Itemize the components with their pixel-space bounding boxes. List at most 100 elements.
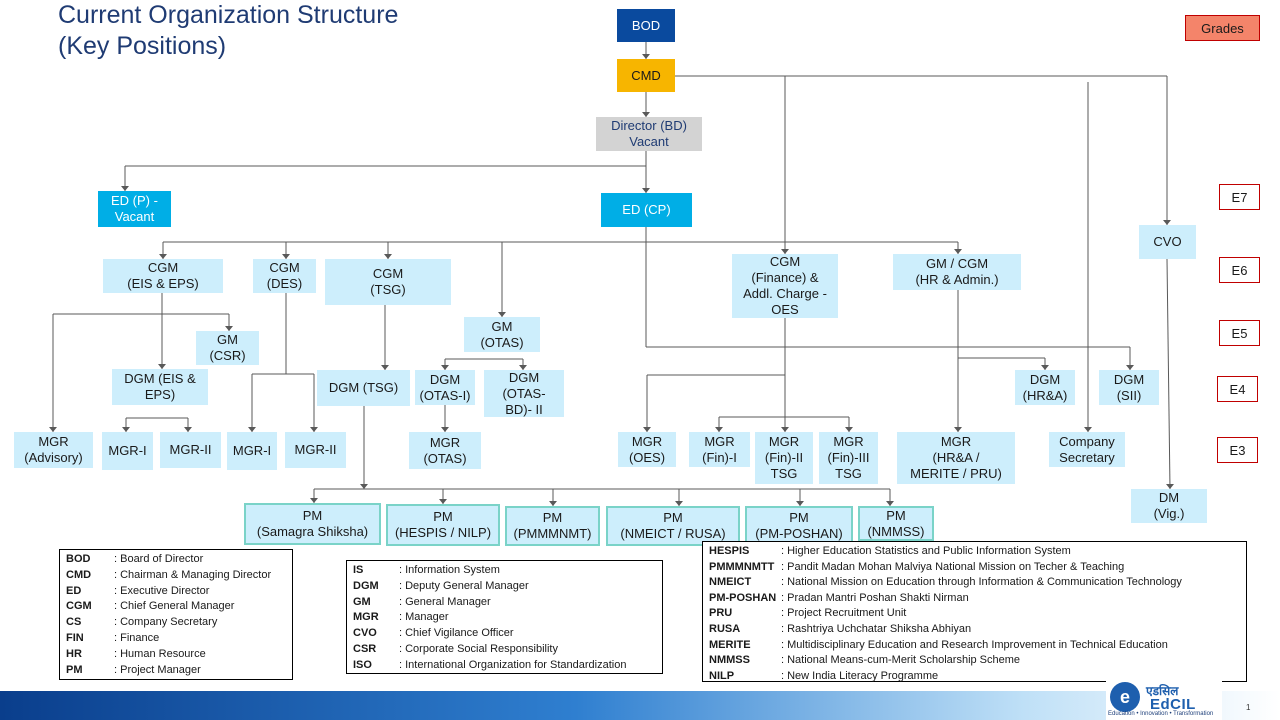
legend-row: HESPIS: Higher Education Statistics and … (709, 544, 1240, 560)
cgm-des-box: CGM (DES) (253, 259, 316, 293)
legend-value: : Deputy General Manager (399, 579, 529, 592)
legend-row: BOD: Board of Director (66, 552, 286, 568)
legend-row: RUSA: Rashtriya Uchchatar Shiksha Abhiya… (709, 622, 1240, 638)
grade-e6: E6 (1219, 257, 1260, 283)
legend-key: RUSA (709, 622, 741, 635)
legend-value: : Chief General Manager (114, 600, 235, 613)
cgm-tsg-box: CGM (TSG) (325, 259, 451, 305)
legend-value: : National Mission on Education through … (781, 576, 1182, 589)
legend-value: : Manager (399, 611, 449, 624)
legend-key: GM (353, 595, 371, 608)
legend-row: DGM : Deputy General Manager (353, 579, 656, 595)
legend-value: : Project Recruitment Unit (781, 607, 907, 620)
legend-value: : International Organization for Standar… (399, 658, 627, 671)
edcil-logo-icon: e (1110, 682, 1140, 712)
legend-value: : National Means-cum-Merit Scholarship S… (781, 654, 1021, 667)
dgm-otas-1-box: DGM (OTAS-I) (415, 370, 475, 405)
legend-key: ED (66, 584, 82, 597)
legend-value: : Chairman & Managing Director (114, 568, 272, 581)
mgr-1-des-box: MGR-I (227, 432, 277, 470)
mgr-fin-3-box: MGR (Fin)-III TSG (819, 432, 878, 484)
grades-header: Grades (1185, 15, 1260, 41)
legend-row: IS : Information System (353, 563, 656, 579)
grade-e3: E3 (1217, 437, 1258, 463)
pm-nmeict-box: PM (NMEICT / RUSA) (606, 506, 740, 546)
legend-key: PRU (709, 607, 733, 620)
legend-key: HR (66, 647, 82, 660)
legend-row: GM : General Manager (353, 595, 656, 611)
gm-otas-box: GM (OTAS) (464, 317, 540, 352)
pm-hespis-box: PM (HESPIS / NILP) (386, 504, 500, 546)
mgr-otas-box: MGR (OTAS) (409, 432, 481, 469)
legend-key: DGM (353, 579, 379, 592)
pm-pmmmnmt-box: PM (PMMMNMT) (505, 506, 600, 546)
pm-nmmss-box: PM (NMMSS) (858, 506, 934, 541)
legend-key: NMMSS (709, 654, 750, 667)
logo-hindi: एडसिल (1146, 684, 1179, 698)
legend-value: : General Manager (399, 595, 491, 608)
legend-value: : Higher Education Statistics and Public… (781, 545, 1071, 557)
legend-row: NMEICT : National Mission on Education th… (709, 575, 1240, 591)
legend-row: ED : Executive Director (66, 584, 286, 600)
legend-key: CS (66, 616, 82, 629)
grade-e5: E5 (1219, 320, 1260, 346)
gm-hr-admin-box: GM / CGM (HR & Admin.) (893, 254, 1021, 290)
legend-key: IS (353, 564, 364, 576)
director-bd-box: Director (BD) Vacant (596, 117, 702, 151)
legend-value: : Pandit Madan Mohan Malviya National Mi… (781, 560, 1125, 573)
mgr-2-eis-box: MGR-II (160, 432, 221, 468)
dgm-hra-box: DGM (HR&A) (1015, 370, 1075, 405)
page-title: Current Organization Structure (Key Posi… (58, 0, 478, 62)
page-number: 1 (1246, 703, 1251, 712)
legend-row: CMD: Chairman & Managing Director (66, 568, 286, 584)
gm-csr-box: GM (CSR) (196, 331, 259, 365)
legend-value: : Multidisciplinary Education and Resear… (781, 638, 1168, 651)
legend-key: MGR (353, 611, 379, 624)
legend-row: HR : Human Resource (66, 647, 286, 663)
edcil-logo: e एडसिल EdCIL Education • Innovation • T… (1106, 680, 1222, 720)
grade-e7: E7 (1219, 184, 1260, 210)
legend-row: CS : Company Secretary (66, 615, 286, 631)
legend-row: ISO : International Organization for Stan… (353, 658, 656, 674)
pm-poshan-box: PM (PM-POSHAN) (745, 506, 853, 546)
legend-key: NMEICT (709, 576, 752, 589)
legend-key: NILP (709, 669, 735, 682)
company-secretary-box: Company Secretary (1049, 432, 1125, 467)
pm-samagra-box: PM (Samagra Shiksha) (244, 503, 381, 545)
legend-key: CSR (353, 642, 377, 655)
legend-value: : Corporate Social Responsibility (399, 642, 558, 655)
legend-key: CVO (353, 627, 377, 640)
cgm-eis-box: CGM (EIS & EPS) (103, 259, 223, 293)
legend-value: : Company Secretary (114, 616, 218, 629)
cmd-box: CMD (617, 59, 675, 92)
bod-box: BOD (617, 9, 675, 42)
legend-value: : Pradan Mantri Poshan Shakti Nirman (781, 591, 969, 604)
legend-abbreviations-right: HESPIS: Higher Education Statistics and … (702, 541, 1247, 682)
mgr-fin-1-box: MGR (Fin)-I (689, 432, 750, 467)
legend-value: : New India Literacy Programme (781, 669, 939, 682)
ed-p-box: ED (P) - Vacant (98, 191, 171, 227)
dgm-eis-box: DGM (EIS & EPS) (112, 369, 208, 405)
legend-row: CVO : Chief Vigilance Officer (353, 626, 656, 642)
legend-row: PM: Project Manager (66, 663, 286, 679)
legend-value: : Information System (399, 564, 500, 576)
legend-value: : Executive Director (114, 584, 210, 597)
dgm-sii-box: DGM (SII) (1099, 370, 1159, 405)
legend-key: PM-POSHAN (709, 591, 777, 604)
legend-key: BOD (66, 553, 91, 565)
legend-key: ISO (353, 658, 372, 671)
legend-row: PRU : Project Recruitment Unit (709, 606, 1240, 622)
legend-value: : Chief Vigilance Officer (399, 627, 514, 640)
mgr-advisory-box: MGR (Advisory) (14, 432, 93, 468)
legend-value: : Human Resource (114, 647, 206, 660)
mgr-fin-2-box: MGR (Fin)-II TSG (755, 432, 813, 484)
grade-e4: E4 (1217, 376, 1258, 402)
dgm-tsg-box: DGM (TSG) (317, 370, 410, 406)
legend-row: CGM : Chief General Manager (66, 599, 286, 615)
dgm-otas-2-box: DGM (OTAS- BD)- II (484, 370, 564, 417)
legend-key: CGM (66, 600, 92, 613)
footer-band (0, 691, 1280, 720)
legend-value: : Finance (114, 631, 160, 644)
